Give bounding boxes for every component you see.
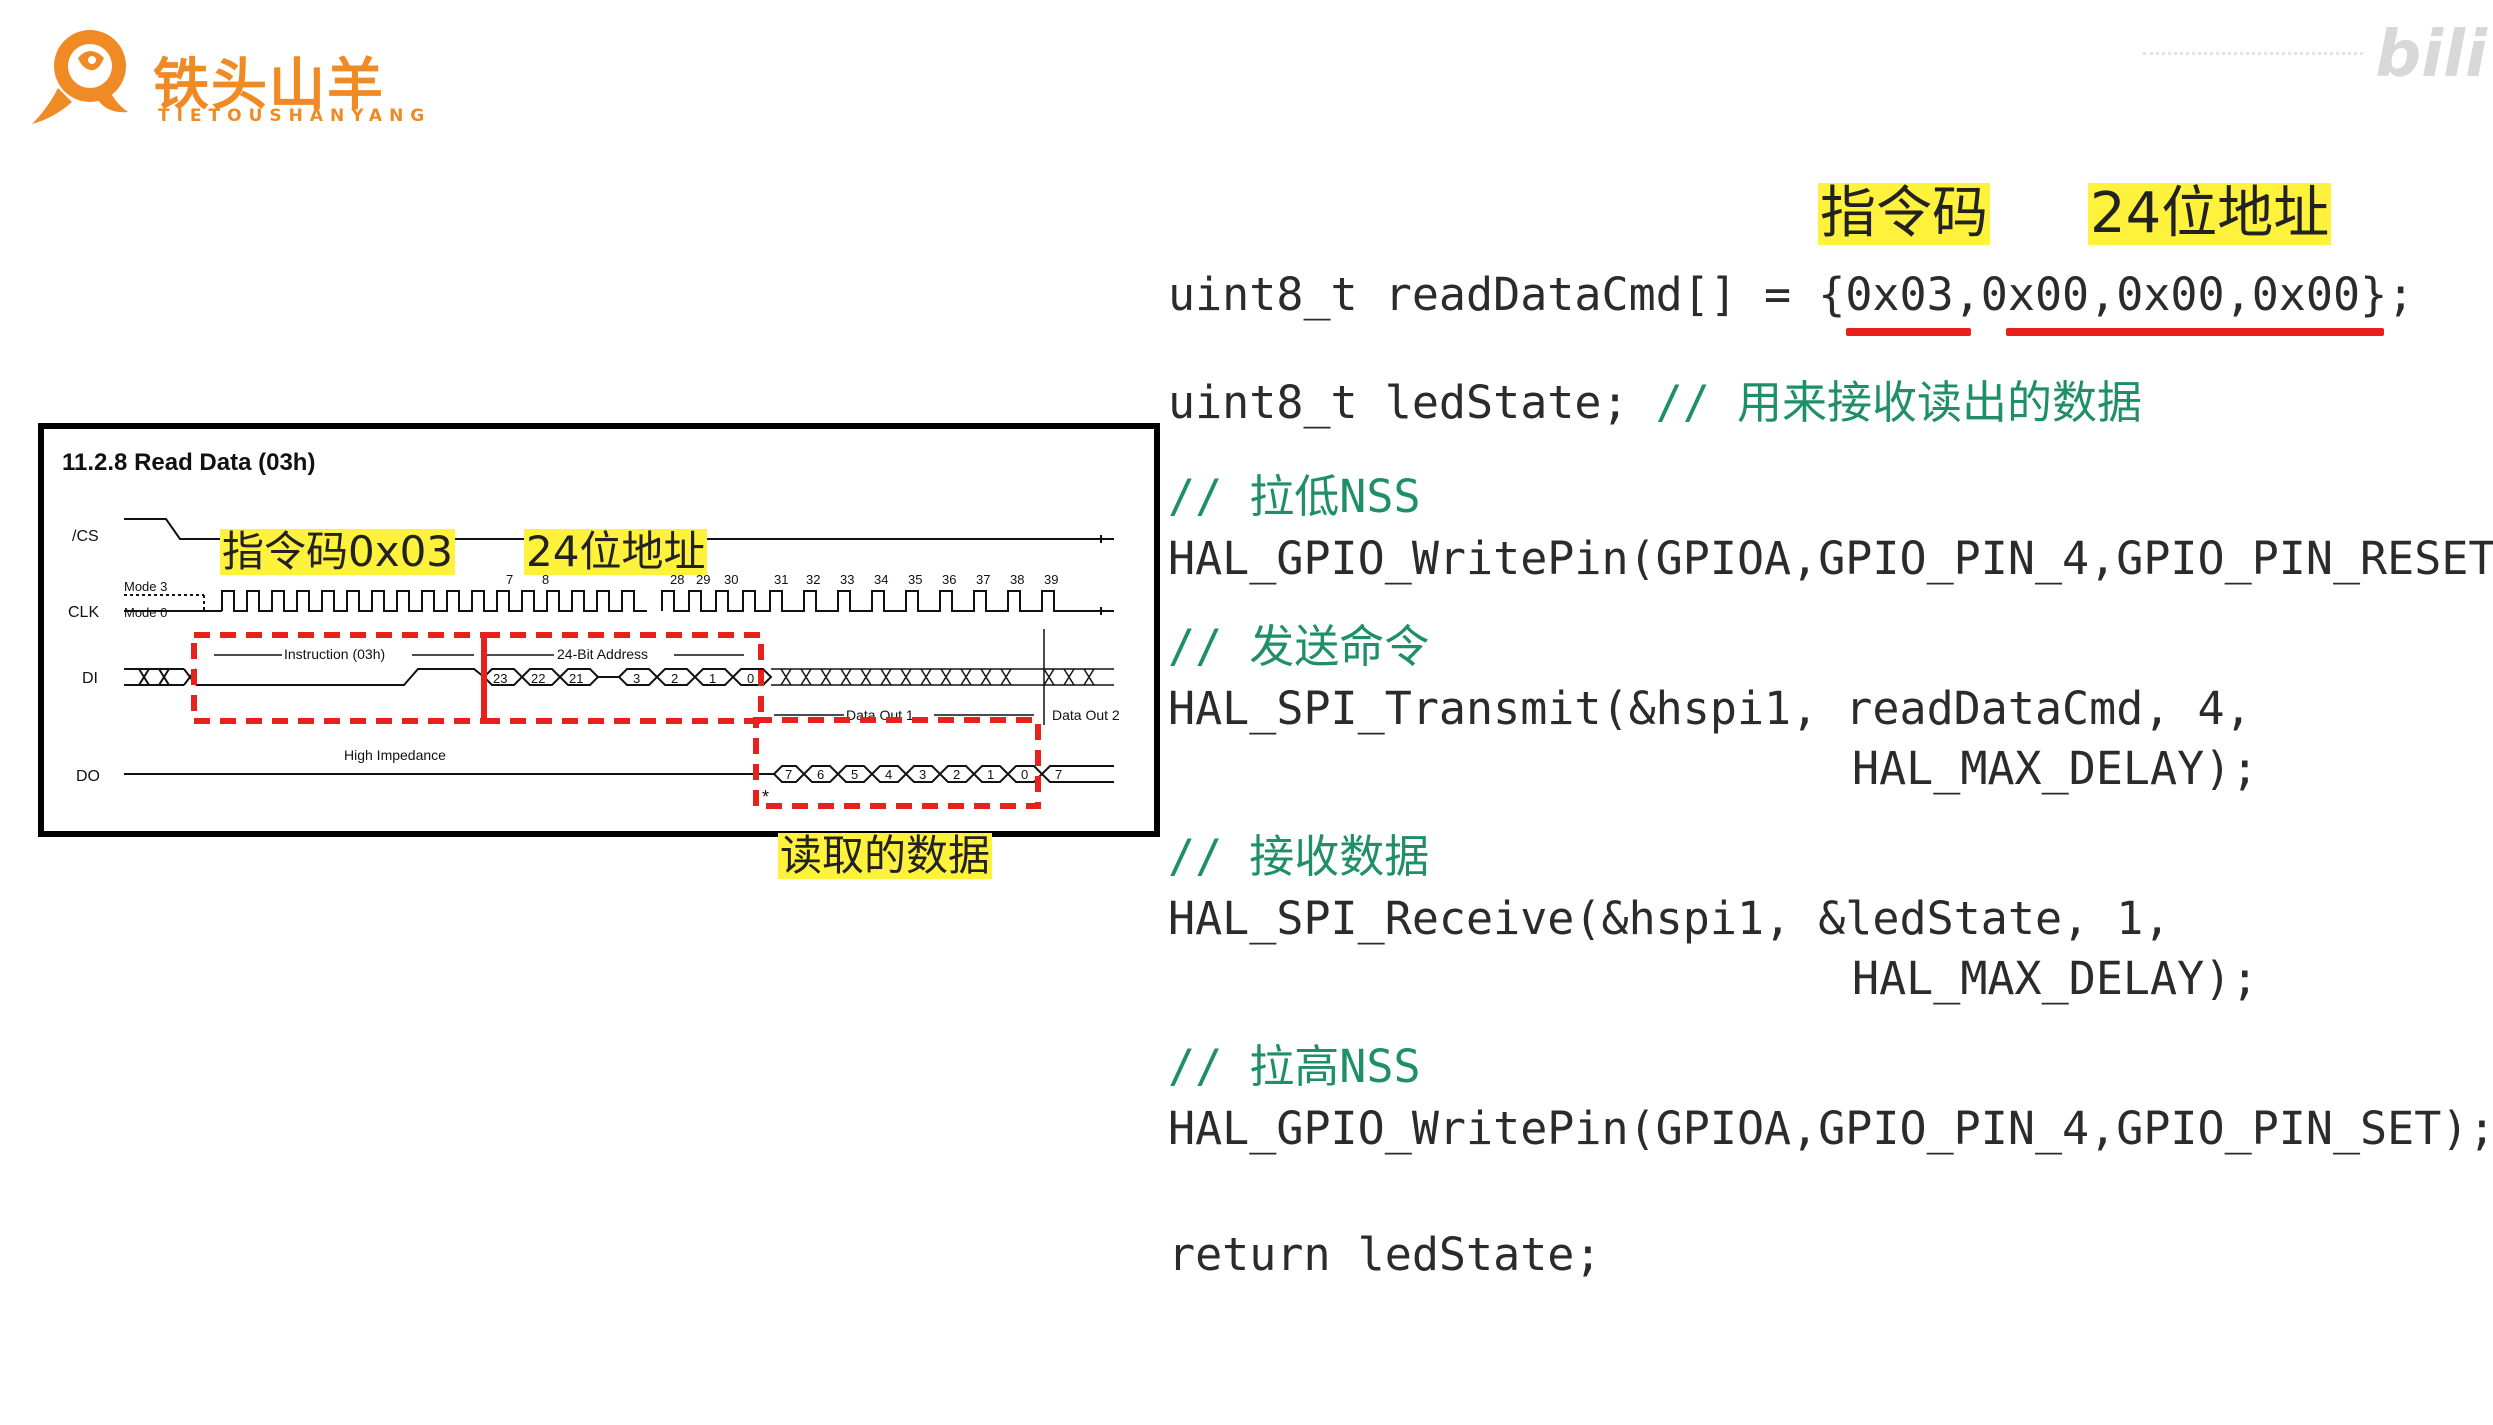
do2-bit-7: 7 [1055, 767, 1062, 782]
comment-pull-high: // 拉高NSS [1168, 1040, 1421, 1093]
diagram-title: 11.2.8 Read Data (03h) [62, 449, 316, 476]
clk-number-32: 32 [806, 572, 820, 587]
code-highlight-cmd: 指令码 [1818, 181, 1990, 246]
star-marker: * [762, 787, 769, 807]
clk-number-38: 38 [1010, 572, 1024, 587]
mode3-label: Mode 3 [124, 579, 167, 594]
do-bit-4: 4 [885, 767, 892, 782]
clk-number-28: 28 [670, 572, 684, 587]
highlight-instruction: 指令码0x03 [220, 527, 456, 576]
clk-number-33: 33 [840, 572, 854, 587]
signal-clk: CLK [68, 604, 99, 621]
timing-diagram: 7 8 31 32 33 34 35 36 37 38 39 28 29 30 … [38, 423, 1160, 837]
code-write-low: HAL_GPIO_WritePin(GPIOA,GPIO_PIN_4,GPIO_… [1168, 532, 2493, 585]
comment-send: // 发送命令 [1168, 620, 1430, 673]
clk-number-39: 39 [1044, 572, 1058, 587]
comment-receive: // 接收数据 [1168, 830, 1430, 883]
do-bit-3: 3 [919, 767, 926, 782]
code-line1-prefix: uint8_t readDataCmd[] = { [1168, 268, 1846, 321]
code-transmit-2: HAL_MAX_DELAY); [1852, 742, 2259, 795]
do-bit-6: 6 [817, 767, 824, 782]
code-line-ledstate: uint8_t ledState; // 用来接收读出的数据 [1168, 380, 2142, 425]
code-line2-comment: // 用来接收读出的数据 [1655, 376, 2142, 429]
signal-cs: /CS [72, 528, 99, 545]
di-dont-care [771, 668, 1114, 686]
brand-logo: 铁头山羊 TIETOUSHANYANG [28, 18, 424, 148]
di-signal [124, 668, 197, 686]
addr-bit-23: 23 [493, 671, 507, 686]
code-transmit-1: HAL_SPI_Transmit(&hspi1, readDataCmd, 4, [1168, 682, 2252, 735]
highlight-address: 24位地址 [524, 527, 708, 576]
clk-number-8: 8 [542, 572, 549, 587]
clk-number-31: 31 [774, 572, 788, 587]
clk-number-35: 35 [908, 572, 922, 587]
high-impedance-label: High Impedance [344, 747, 446, 763]
code-line1-suffix: }; [2360, 268, 2415, 321]
code-highlight-addr: 24位地址 [2088, 181, 2332, 246]
instruction-box [191, 632, 487, 724]
do-bit-0: 0 [1021, 767, 1028, 782]
do-bit-5: 5 [851, 767, 858, 782]
comment-pull-low: // 拉低NSS [1168, 470, 1421, 523]
signal-do: DO [76, 768, 100, 785]
addr-bit-22: 22 [531, 671, 545, 686]
data-out2-label: Data Out 2 [1052, 707, 1120, 723]
goat-logo-icon [32, 30, 128, 124]
logo-subtitle: TIETOUSHANYANG [158, 106, 432, 126]
clk-number-7: 7 [506, 572, 513, 587]
address-bits [482, 668, 773, 686]
addr-bit-3: 3 [633, 671, 640, 686]
data-out1-label: Data Out 1 [846, 707, 914, 723]
do-bit-1: 1 [987, 767, 994, 782]
code-line2-code: uint8_t ledState; [1168, 376, 1656, 429]
code-line1-addr: 0x00,0x00,0x00 [1980, 268, 2361, 321]
instruction-label: Instruction (03h) [284, 646, 385, 662]
signal-di: DI [82, 670, 98, 687]
logo-title: 铁头山羊 [153, 53, 385, 118]
code-write-high: HAL_GPIO_WritePin(GPIOA,GPIO_PIN_4,GPIO_… [1168, 1102, 2493, 1155]
mode0-label: Mode 0 [124, 605, 167, 620]
addr-bit-21: 21 [569, 671, 583, 686]
code-line1-sep: , [1953, 268, 1981, 321]
clk-number-30: 30 [724, 572, 738, 587]
do-bit-2: 2 [953, 767, 960, 782]
highlight-read-data: 读取的数据 [778, 831, 993, 880]
addr-bit-2: 2 [671, 671, 678, 686]
underline-addr [2006, 328, 2384, 336]
underline-cmd [1846, 328, 1971, 336]
code-return: return ledState; [1168, 1228, 1602, 1281]
clk-number-29: 29 [696, 572, 710, 587]
timing-diagram-svg: 7 8 31 32 33 34 35 36 37 38 39 28 29 30 … [68, 518, 1120, 809]
code-receive-2: HAL_MAX_DELAY); [1852, 952, 2259, 1005]
watermark-faint-text [2143, 52, 2363, 69]
address-box [481, 632, 764, 724]
addr-bit-0: 0 [747, 671, 754, 686]
address-label: 24-Bit Address [557, 646, 648, 662]
data-out-bits [772, 765, 1114, 783]
clk-number-36: 36 [942, 572, 956, 587]
clk-number-34: 34 [874, 572, 888, 587]
clk-signal-right [661, 590, 1114, 612]
clk-number-37: 37 [976, 572, 990, 587]
addr-bit-1: 1 [709, 671, 716, 686]
data-box [753, 717, 1041, 809]
bilibili-watermark: bili [2375, 18, 2487, 92]
code-line1-cmd: 0x03 [1845, 268, 1954, 321]
do-bit-7: 7 [785, 767, 792, 782]
clk-signal-left [221, 590, 647, 612]
code-receive-1: HAL_SPI_Receive(&hspi1, &ledState, 1, [1168, 892, 2171, 945]
code-line-readdatacmd: uint8_t readDataCmd[] = {0x03,0x00,0x00,… [1168, 272, 2414, 317]
